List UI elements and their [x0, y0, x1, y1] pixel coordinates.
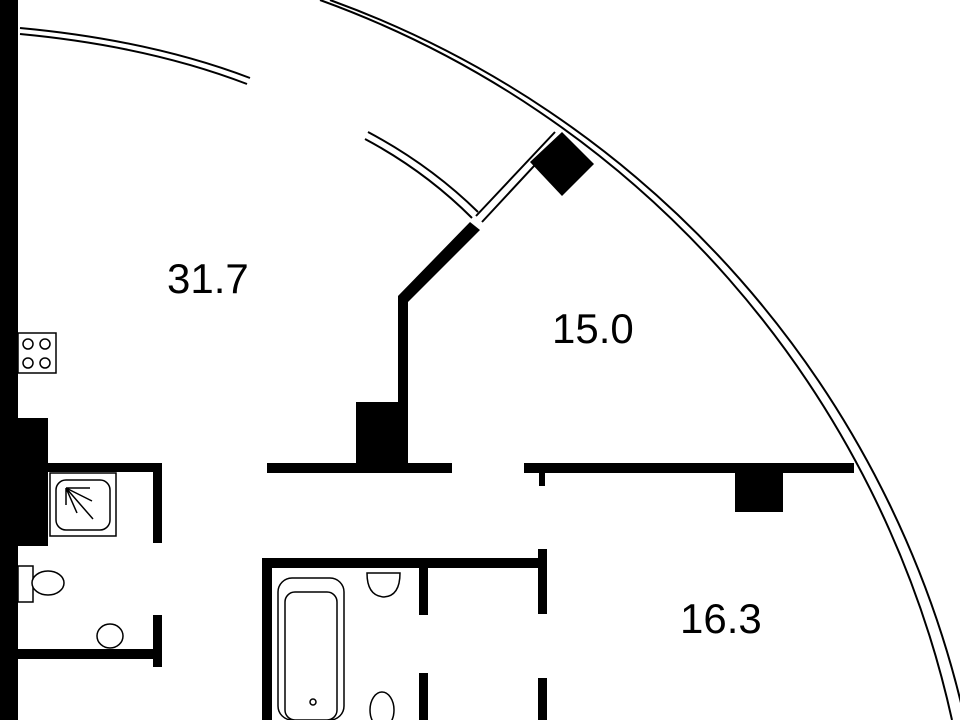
column-left — [18, 418, 48, 546]
column-right — [735, 472, 783, 512]
washbasin-icon — [366, 572, 401, 598]
bath-wall-mid — [419, 558, 428, 615]
sink-icon — [96, 623, 124, 649]
bath-wall-left — [262, 558, 272, 720]
wall-h-right — [524, 463, 854, 473]
wc-wall-bottom — [18, 649, 162, 659]
bath-wall-mid2 — [419, 673, 428, 720]
diagonal-partition — [398, 222, 480, 468]
outer-curved-wall-outer — [329, 0, 960, 704]
bath-wall-top — [262, 558, 547, 568]
room-area-living-kitchen: 31.7 — [167, 255, 249, 302]
window-arc-1 — [19, 27, 251, 79]
bath-wall-right — [538, 549, 547, 614]
bath-wall-right2 — [538, 678, 547, 720]
left-wall — [0, 0, 18, 720]
shower-wall-right — [153, 463, 162, 543]
wc-wall-right — [153, 615, 162, 667]
column-center — [356, 402, 406, 468]
window-arc-2 — [367, 131, 479, 213]
window-arc-2b — [364, 138, 473, 219]
window-arc-1b — [19, 33, 248, 85]
shower-wall-top — [48, 463, 162, 472]
balcony-column — [530, 132, 594, 196]
toilet-2-icon — [369, 691, 395, 720]
stub-right — [539, 472, 545, 486]
stove-icon — [17, 332, 57, 374]
toilet-icon — [17, 565, 34, 603]
outer-curved-wall-inner — [319, 0, 953, 720]
wall-h-center — [267, 463, 452, 473]
room-area-north: 15.0 — [552, 305, 634, 352]
room-area-east: 16.3 — [680, 595, 762, 642]
